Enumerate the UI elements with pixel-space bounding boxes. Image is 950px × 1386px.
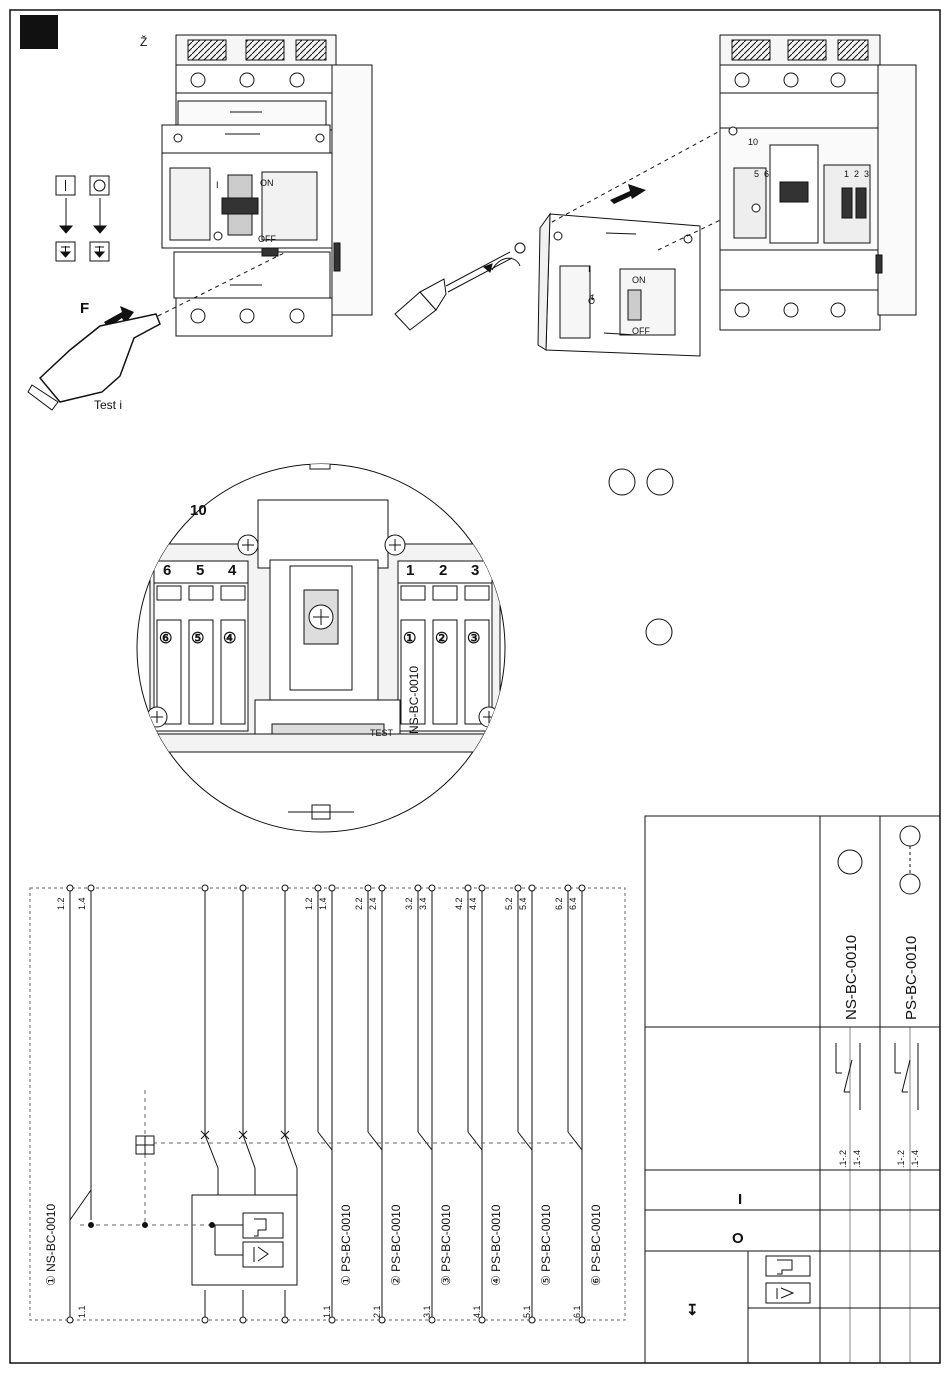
screwdriver [394, 242, 526, 331]
bottom-label-3: 3.1 [422, 1305, 432, 1318]
detail-left-num-0: 6 [163, 562, 171, 579]
breaker-i-label: I [216, 180, 219, 190]
breaker-off-label: OFF [258, 234, 276, 244]
legend-contact-symbols [835, 1043, 919, 1110]
legend-col2-contact-0: .1-.2 [896, 1150, 906, 1168]
cover-o-label: O [588, 296, 595, 306]
open-slot-label: 10 [748, 137, 758, 147]
mini-5: 5 [754, 169, 759, 179]
right-device-0: ① PS-BC-0010 [339, 1204, 353, 1286]
schematic-lines [69, 888, 298, 1320]
option-circle-3 [645, 618, 673, 646]
cover-arrow [610, 184, 646, 204]
legend-row-off: O [732, 1230, 744, 1247]
option-circle-2 [646, 468, 674, 496]
section-marker [20, 15, 58, 49]
right-device-4: ⑤ PS-BC-0010 [539, 1204, 553, 1286]
bottom-label-1: 1.1 [322, 1305, 332, 1318]
cover-on-label: ON [632, 275, 646, 285]
mini-3: 3 [864, 169, 869, 179]
detail-left-num-1: 5 [196, 562, 204, 579]
detail-right-num-0: 1 [406, 562, 414, 579]
legend-trip-boxes [765, 1255, 811, 1304]
detail-right-circle-1: ② [435, 630, 448, 647]
option-circle-1 [608, 468, 636, 496]
cover-i-label: I [588, 264, 591, 274]
top-left-label-0: 1.2 [56, 897, 66, 910]
detail-right-circle-0: ① [403, 630, 416, 647]
top-right-label-8: 5.2 [504, 897, 514, 910]
front-cover [537, 212, 701, 357]
cuff-shape [27, 384, 59, 411]
cover-guide-line [551, 124, 732, 223]
legend-col1-name: NS-BC-0010 [843, 935, 860, 1020]
breaker-front [161, 34, 373, 337]
mini-1: 1 [844, 169, 849, 179]
top-right-label-11: 6.4 [568, 897, 578, 910]
top-right-label-10: 6.2 [554, 897, 564, 910]
right-device-5: ⑥ PS-BC-0010 [589, 1204, 603, 1286]
force-arrow [104, 306, 134, 328]
detail-left-circle-0: ⑥ [159, 630, 172, 647]
bottom-label-0: 1.1 [77, 1305, 87, 1318]
top-right-label-2: 2.2 [354, 897, 364, 910]
cover-arrow-label: ↯ [588, 292, 596, 302]
force-label: F [80, 300, 89, 317]
cover-off-label: OFF [632, 326, 650, 336]
legend-col1-contact-1: .1-.4 [852, 1150, 862, 1168]
breaker-on-label: ON [260, 178, 274, 188]
legend-col2-name: PS-BC-0010 [903, 936, 920, 1020]
detail-left-circle-2: ④ [223, 630, 236, 647]
legend-row-trip: ↧ [686, 1302, 699, 1319]
top-right-label-0: 1.2 [304, 897, 314, 910]
bottom-label-5: 5.1 [522, 1305, 532, 1318]
top-right-label-7: 4.4 [468, 897, 478, 910]
bottom-label-6: 6.1 [572, 1305, 582, 1318]
top-right-label-9: 5.4 [518, 897, 528, 910]
top-left-label-1: 1.4 [77, 897, 87, 910]
bottom-label-2: 2.1 [372, 1305, 382, 1318]
top-right-label-1: 1.4 [318, 897, 328, 910]
legend-table [644, 815, 941, 1364]
detail-left-num-2: 4 [228, 562, 237, 579]
contact-columns [317, 888, 583, 1320]
hand-icon [38, 313, 161, 403]
top-right-label-4: 3.2 [404, 897, 414, 910]
legend-ps-circle-2 [899, 873, 921, 895]
mini-2: 2 [854, 169, 859, 179]
detail-right-num-1: 2 [439, 562, 447, 579]
detail-test-label: TEST [370, 728, 394, 738]
right-device-2: ③ PS-BC-0010 [439, 1204, 453, 1286]
right-device-1: ② PS-BC-0010 [389, 1204, 403, 1286]
legend-row-on: I [738, 1191, 742, 1208]
breaker-open [719, 34, 917, 331]
detail-view [136, 463, 506, 833]
top-right-label-3: 2.4 [368, 897, 378, 910]
legend-col1-contact-0: .1-.2 [838, 1150, 848, 1168]
schematic-frame [29, 887, 626, 1321]
detail-device-label: NS-BC-0010 [407, 666, 421, 734]
test-sequence [55, 175, 110, 262]
detail-slot-label: 10 [190, 502, 207, 519]
detail-right-circle-2: ③ [467, 630, 480, 647]
left-device-label: ① NS-BC-0010 [44, 1204, 58, 1286]
bottom-label-4: 4.1 [472, 1305, 482, 1318]
header-mark: Ž [140, 34, 147, 49]
mini-6: 6 [764, 169, 769, 179]
legend-col2-contact-1: .1-.4 [910, 1150, 920, 1168]
terminal-dots [66, 884, 586, 1324]
test-label: Test i [94, 398, 122, 412]
detail-right-num-2: 3 [471, 562, 479, 579]
trip-icon-pair [253, 1218, 269, 1262]
detail-left-circle-1: ⑤ [191, 630, 204, 647]
open-markers [200, 1130, 290, 1140]
top-right-label-6: 4.2 [454, 897, 464, 910]
legend-ps-circle-1 [899, 825, 921, 847]
top-right-label-5: 3.4 [418, 897, 428, 910]
legend-ns-circle [837, 849, 863, 875]
right-device-3: ④ PS-BC-0010 [489, 1204, 503, 1286]
page-frame [9, 9, 941, 1364]
